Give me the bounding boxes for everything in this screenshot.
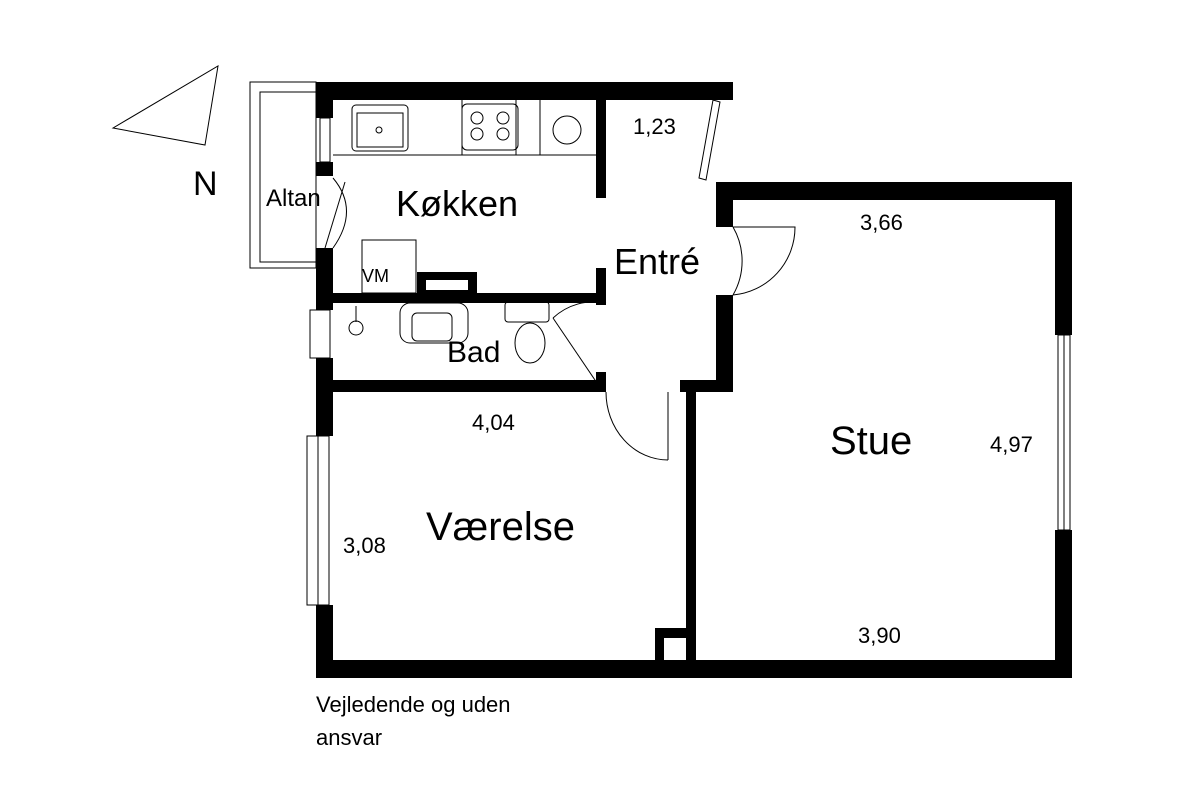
room-label-altan: Altan [266,185,321,212]
room-label-entre: Entré [614,241,700,282]
dim-vaerelse-depth: 3,08 [343,533,386,558]
kitchen-fixtures [333,100,596,294]
dim-stue-depth: 4,97 [990,432,1033,457]
doors [324,99,796,461]
north-arrow-icon [111,65,219,146]
room-label-stue: Stue [830,419,912,463]
room-label-bad: Bad [447,336,500,369]
balcony [249,81,317,269]
disclaimer-line-2: ansvar [316,725,382,750]
washing-machine-label: VM [362,266,389,286]
room-label-vaerelse: Værelse [426,505,575,549]
bathroom-fixtures [348,301,550,364]
dim-vaerelse-width: 4,04 [472,410,515,435]
walls [316,82,1072,678]
room-label-kokken: Køkken [396,183,518,224]
dim-entre-width: 1,23 [633,114,676,139]
fan-icon [552,115,582,145]
dim-stue-width: 3,66 [860,210,903,235]
disclaimer-line-1: Vejledende og uden [316,692,511,717]
windows [306,117,1071,606]
dim-stue-bottom: 3,90 [858,623,901,648]
north-label: N [193,165,218,203]
